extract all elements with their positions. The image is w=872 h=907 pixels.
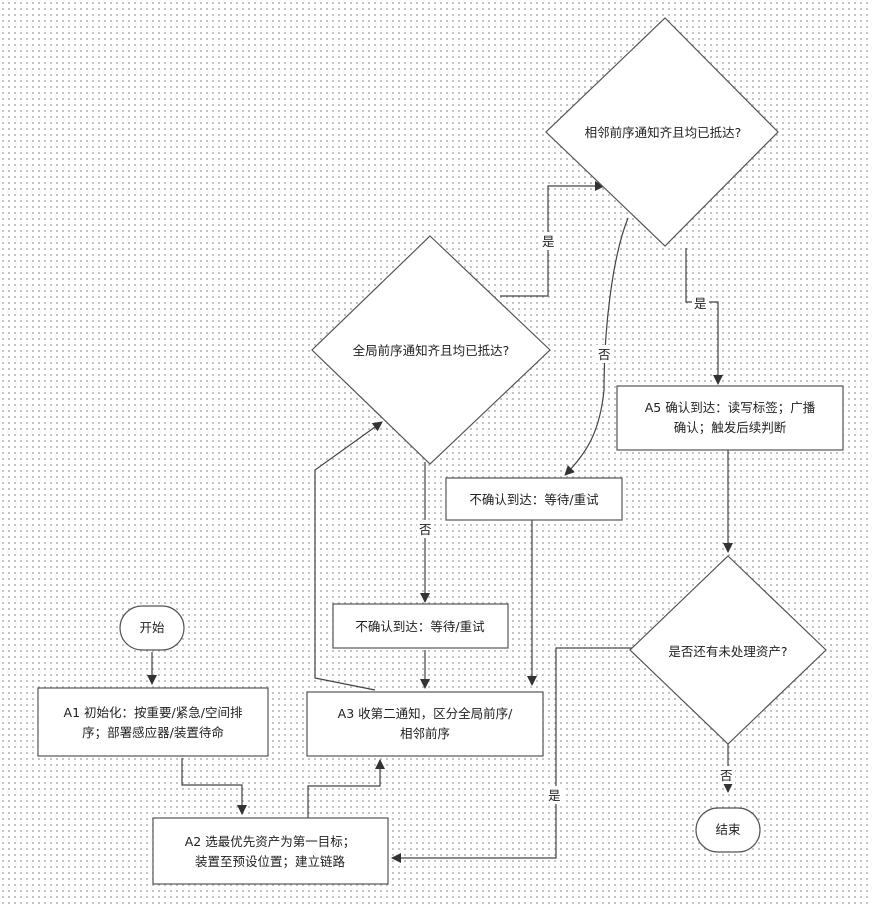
edge-a2-to-a3 xyxy=(308,760,380,818)
decision-remaining-label: 是否还有未处理资产? xyxy=(668,644,787,659)
edge-label-global-yes: 是 xyxy=(542,234,555,249)
edge-adjacent-yes xyxy=(686,248,718,384)
a2-line-2: 装置至预设位置；建立链路 xyxy=(195,854,346,869)
edge-label-global-no: 否 xyxy=(419,522,432,537)
start-node: 开始 xyxy=(120,606,184,650)
edge-label-adjacent-yes: 是 xyxy=(694,296,707,311)
wait-retry-left: 不确认到达：等待/重试 xyxy=(333,604,508,648)
a1-line-1: A1 初始化：按重要/紧急/空间排 xyxy=(64,705,243,720)
start-label: 开始 xyxy=(139,620,165,635)
decision-remaining-assets: 是否还有未处理资产? xyxy=(630,556,826,744)
a2-line-1: A2 选最优先资产为第一目标； xyxy=(185,834,355,849)
process-a1: A1 初始化：按重要/紧急/空间排 序；部署感应器/装置待命 xyxy=(38,688,268,756)
nodes: 开始 A1 初始化：按重要/紧急/空间排 序；部署感应器/装置待命 A2 选最优… xyxy=(38,18,843,884)
process-a2: A2 选最优先资产为第一目标； 装置至预设位置；建立链路 xyxy=(153,818,388,884)
edge-label-remaining-no: 否 xyxy=(720,768,733,783)
a1-line-2: 序；部署感应器/装置待命 xyxy=(82,725,224,740)
edge-label-adjacent-no: 否 xyxy=(598,347,611,362)
end-node: 结束 xyxy=(696,808,760,852)
process-a3: A3 收第二通知，区分全局前序/ 相邻前序 xyxy=(307,692,543,756)
a5-line-1: A5 确认到达：读写标签；广播 xyxy=(645,400,816,415)
a5-line-2: 确认；触发后续判断 xyxy=(674,420,787,435)
a3-line-2: 相邻前序 xyxy=(400,726,450,741)
wait-left-label: 不确认到达：等待/重试 xyxy=(355,619,485,634)
edge-a3-to-global-decision xyxy=(315,422,382,690)
process-a5: A5 确认到达：读写标签；广播 确认；触发后续判断 xyxy=(617,386,843,450)
edge-label-remaining-yes: 是 xyxy=(548,788,561,803)
end-label: 结束 xyxy=(715,822,741,837)
edge-a1-to-a2 xyxy=(182,758,242,814)
decision-global-label: 全局前序通知齐且均已抵达? xyxy=(353,343,510,358)
wait-retry-right: 不确认到达：等待/重试 xyxy=(446,478,622,520)
wait-right-label: 不确认到达：等待/重试 xyxy=(469,492,599,507)
decision-adjacent-label: 相邻前序通知齐且均已抵达? xyxy=(585,125,742,140)
decision-adjacent-predecessors: 相邻前序通知齐且均已抵达? xyxy=(546,18,778,246)
decision-global-predecessors: 全局前序通知齐且均已抵达? xyxy=(312,236,550,464)
a3-line-1: A3 收第二通知，区分全局前序/ xyxy=(338,706,513,721)
